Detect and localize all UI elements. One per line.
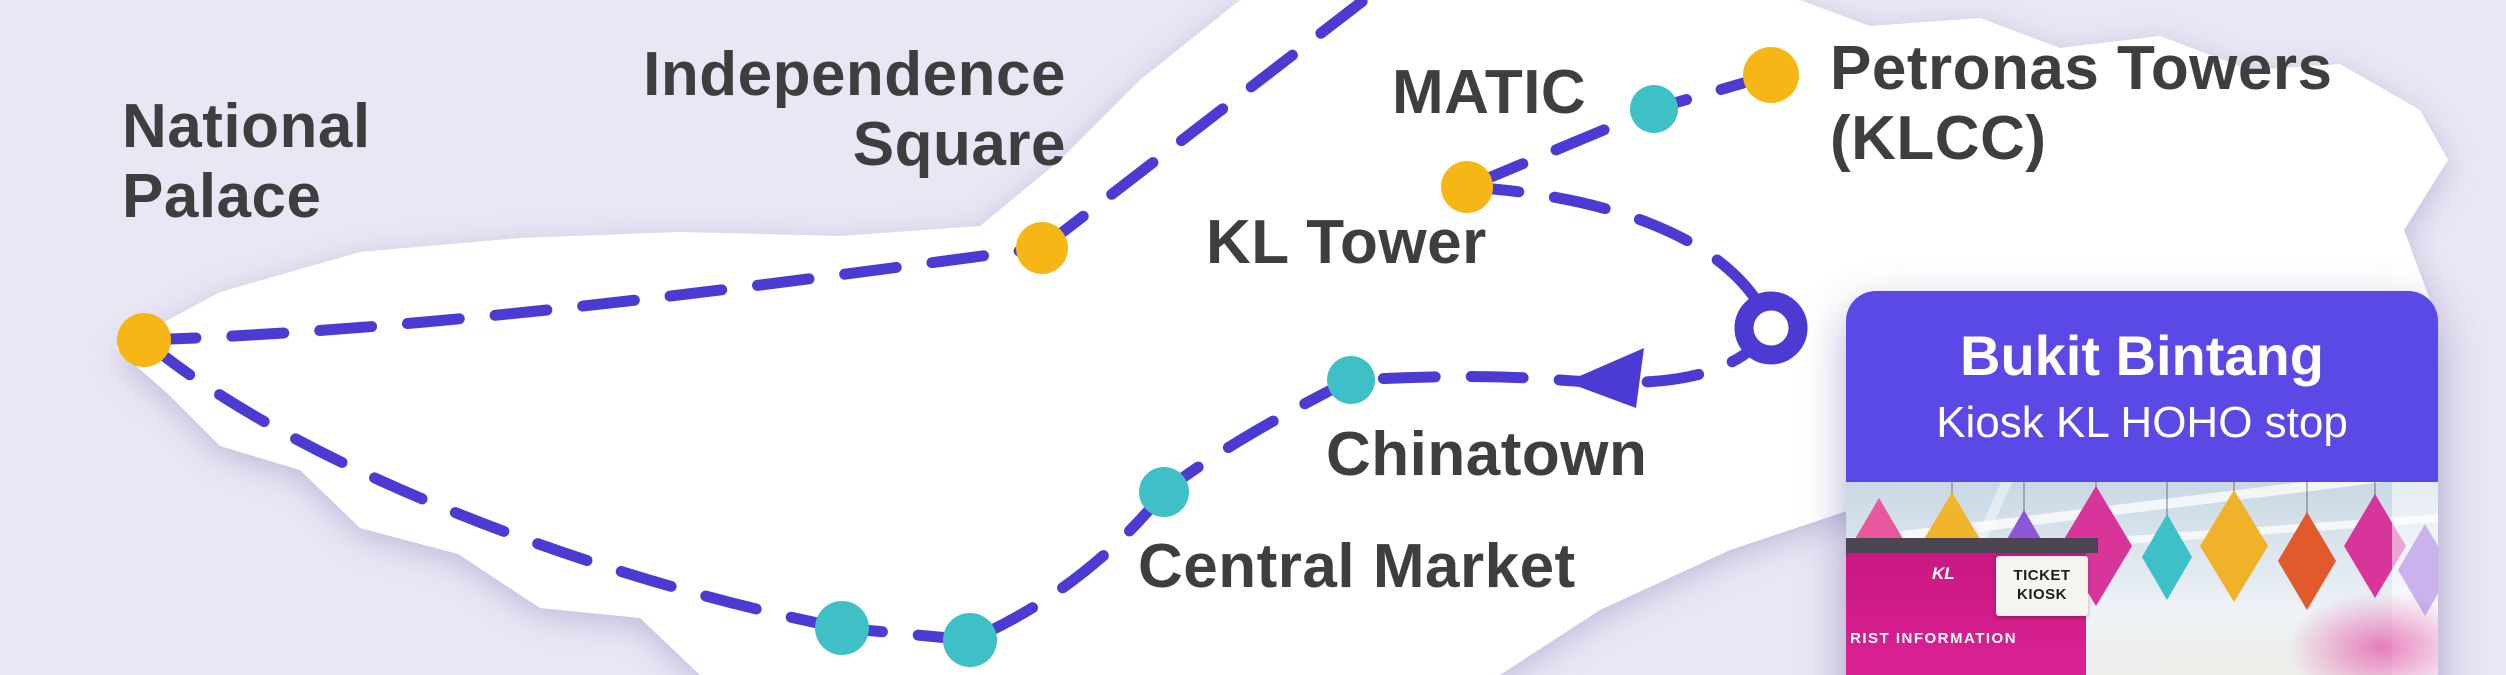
route-segment-south-to-palace	[138, 334, 848, 634]
stop-marker-unnamed-south-1	[943, 613, 997, 667]
kl-logo: KL	[1932, 564, 1955, 583]
stop-marker-independence-square	[1016, 222, 1068, 274]
lantern-string	[2233, 482, 2235, 494]
city-land-silhouette	[116, 0, 2448, 675]
route-direction-arrow-icon	[1566, 348, 1644, 408]
label-line: Palace	[122, 162, 322, 232]
stop-marker-matic	[1630, 85, 1678, 133]
stop-marker-national-palace	[117, 313, 171, 367]
label-line: Square	[852, 110, 1066, 180]
label-line: MATIC	[1392, 58, 1587, 127]
lantern-string	[2374, 482, 2376, 498]
stop-marker-chinatown	[1327, 356, 1375, 404]
stop-label-petronas-towers: Petronas Towers (KLCC)	[1830, 34, 2333, 174]
lantern-string	[1951, 482, 1953, 496]
ticket-kiosk-sign: TICKET KIOSK	[1996, 556, 2088, 616]
lantern-string	[2306, 482, 2308, 514]
route-segment-kltower-to-bukitbintang	[1461, 181, 1777, 334]
sign-line: KIOSK	[2016, 586, 2067, 603]
sign-line: TICKET	[2013, 567, 2071, 585]
label-line: KL Tower	[1206, 208, 1487, 277]
stop-label-independence-square: Independence Square	[520, 40, 1066, 180]
stop-marker-kl-tower	[1441, 161, 1493, 213]
stop-marker-central-market	[1139, 467, 1189, 517]
stop-card-bukit-bintang: Bukit Bintang Kiosk KL HOHO stop	[1846, 291, 2438, 675]
route-segment-square-to-top	[1036, 0, 1374, 254]
stop-marker-petronas-towers	[1743, 47, 1799, 103]
stop-marker-bukit-bintang-current	[1734, 291, 1808, 365]
lantern-string	[2166, 482, 2168, 516]
label-line: Independence	[643, 40, 1066, 109]
stop-label-central-market: Central Market	[1138, 532, 1576, 602]
stop-label-chinatown: Chinatown	[1326, 420, 1647, 490]
label-line: Chinatown	[1326, 420, 1648, 489]
stop-label-matic: MATIC	[1392, 58, 1586, 128]
photo-pink-glow	[2286, 592, 2438, 675]
lantern-string	[2023, 482, 2025, 512]
route-segment-centralmarket-to-south	[964, 486, 1170, 646]
card-title: Bukit Bintang	[1960, 324, 2324, 387]
stop-marker-unnamed-south-2	[815, 601, 869, 655]
kiosk-roof	[1846, 538, 2098, 553]
card-subtitle: Kiosk KL HOHO stop	[1936, 398, 2348, 447]
stop-label-national-palace: National Palace	[122, 92, 371, 232]
stop-label-kl-tower: KL Tower	[1206, 208, 1487, 278]
label-line: Central Market	[1138, 532, 1576, 601]
label-line: (KLCC)	[1830, 104, 2047, 174]
route-segment-palace-to-square	[138, 242, 1048, 346]
bukit-bintang-kiosk-photo: KL RIST INFORMATION TICKET KIOSK	[1846, 482, 2438, 675]
label-line: Petronas Towers	[1830, 34, 2333, 103]
lantern-decoration	[2142, 514, 2192, 600]
label-line: National	[122, 92, 371, 161]
lantern-decoration	[2200, 490, 2268, 602]
tourist-information-banner: RIST INFORMATION	[1850, 630, 2018, 647]
route-segment-bukitbintang-to-chinatown	[1345, 322, 1777, 389]
